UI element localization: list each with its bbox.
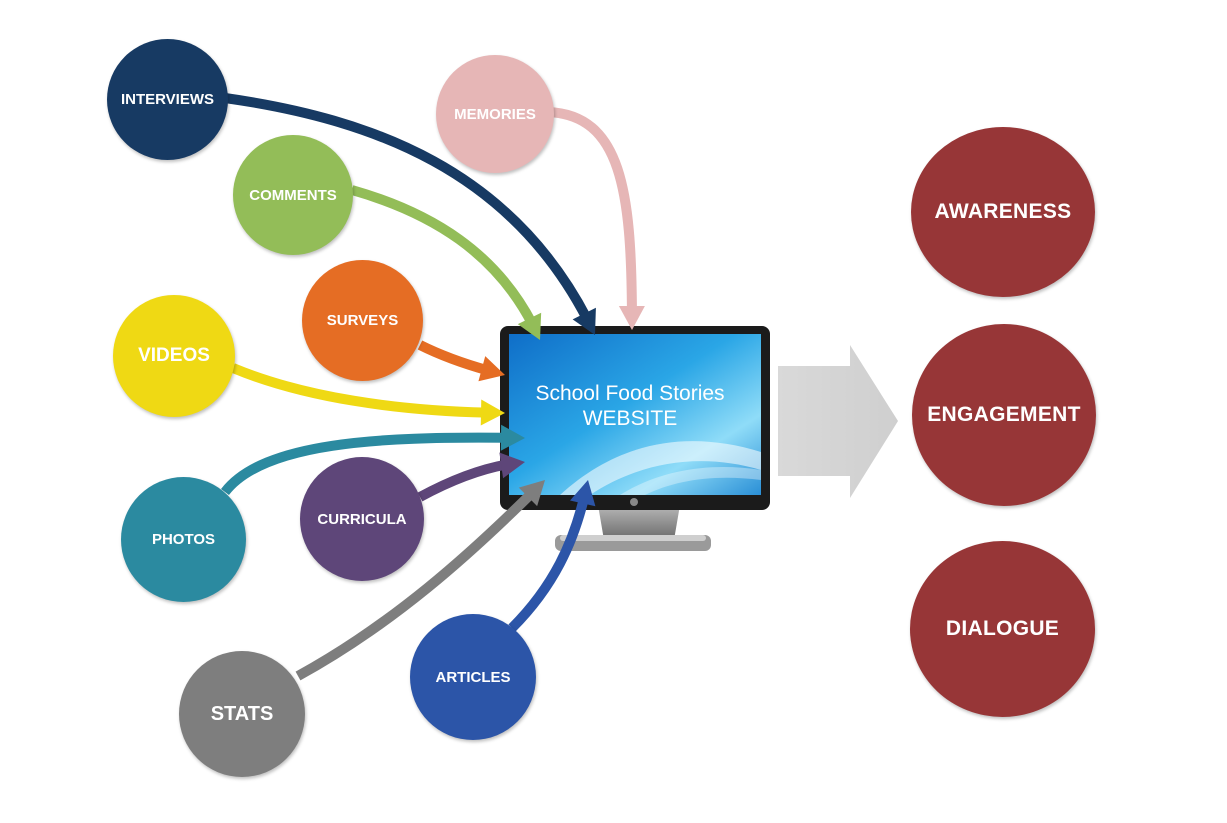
outcome-circle-dialogue: DIALOGUE — [910, 541, 1095, 717]
arrow-shaft-curricula — [417, 457, 526, 502]
source-circle-memories: MEMORIES — [436, 55, 554, 173]
arrow-shaft-memories — [547, 107, 637, 331]
monitor-stand-neck — [598, 505, 680, 540]
monitor — [500, 326, 770, 551]
monitor-subtitle: WEBSITE — [582, 407, 678, 430]
arrow-head-articles — [570, 480, 596, 507]
source-circle-photos: PHOTOS — [121, 477, 246, 602]
outcome-circle-awareness: AWARENESS — [911, 127, 1095, 297]
arrow-head-curricula — [499, 452, 525, 479]
arrow-shaft-surveys — [417, 340, 507, 380]
arrow-shaft-interviews — [224, 93, 600, 338]
arrow-shaft-photos — [221, 432, 526, 496]
screen-swoosh — [560, 441, 761, 495]
monitor-caption: School Food Stories WEBSITE — [515, 381, 745, 431]
monitor-title: School Food Stories — [535, 382, 725, 405]
source-label-surveys: SURVEYS — [326, 312, 399, 329]
source-label-photos: PHOTOS — [151, 531, 216, 548]
source-label-interviews: INTERVIEWS — [120, 91, 215, 108]
arrow-head-surveys — [478, 356, 505, 382]
arrow-head-photos — [500, 424, 525, 451]
source-label-memories: MEMORIES — [454, 105, 536, 123]
arrow-shaft-comments — [350, 185, 545, 343]
source-circle-comments: COMMENTS — [233, 135, 353, 255]
monitor-logo — [630, 498, 638, 506]
arrow-shaft-stats — [295, 476, 549, 681]
outcome-label-dialogue: DIALOGUE — [945, 617, 1060, 640]
outcome-circle-engagement: ENGAGEMENT — [912, 324, 1096, 506]
arrow-head-interviews — [572, 307, 596, 335]
source-circle-interviews: INTERVIEWS — [107, 39, 228, 160]
output-arrow — [778, 345, 898, 498]
outcome-label-awareness: AWARENESS — [934, 200, 1072, 223]
source-label-stats: STATS — [210, 702, 274, 725]
screen-swoosh-2 — [620, 467, 761, 495]
source-circle-articles: ARTICLES — [410, 614, 536, 740]
arrow-head-stats — [518, 480, 545, 507]
source-circle-surveys: SURVEYS — [302, 260, 423, 381]
source-label-videos: VIDEOS — [138, 345, 210, 366]
source-circle-videos: VIDEOS — [113, 295, 235, 417]
arrow-head-memories — [618, 305, 645, 330]
source-arrows — [221, 93, 645, 681]
arrow-head-comments — [517, 312, 542, 340]
arrow-head-videos — [480, 399, 505, 426]
source-label-comments: COMMENTS — [249, 186, 337, 204]
source-circle-stats: STATS — [179, 651, 305, 777]
source-circle-curricula: CURRICULA — [300, 457, 424, 581]
source-label-articles: ARTICLES — [435, 668, 511, 686]
source-label-curricula: CURRICULA — [317, 510, 407, 528]
outcome-label-engagement: ENGAGEMENT — [927, 403, 1081, 426]
arrow-shaft-videos — [231, 363, 506, 418]
monitor-stand-base-top — [560, 535, 706, 541]
